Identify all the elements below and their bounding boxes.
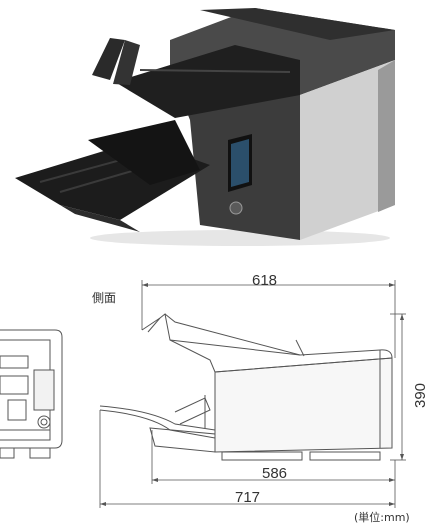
dimension-lines bbox=[99, 280, 406, 508]
scanner-perspective-illustration bbox=[15, 8, 395, 246]
side-view-drawing bbox=[99, 313, 393, 461]
dimension-depth-body: 586 bbox=[262, 465, 288, 482]
dimension-depth-total: 717 bbox=[235, 489, 261, 506]
unit-note: (単位:mm) bbox=[354, 511, 410, 524]
dimension-height: 390 bbox=[412, 382, 430, 409]
dimension-depth-top: 618 bbox=[252, 272, 278, 289]
side-view-label: 側面 bbox=[92, 291, 117, 305]
front-view-drawing bbox=[0, 329, 63, 459]
